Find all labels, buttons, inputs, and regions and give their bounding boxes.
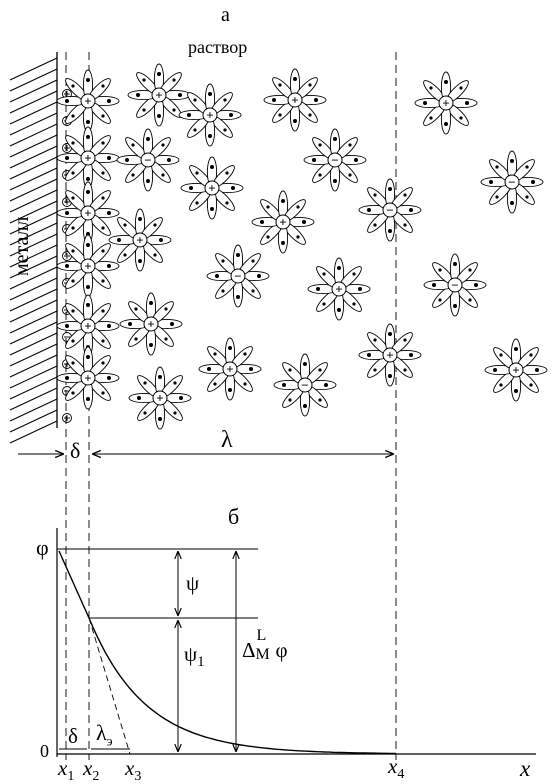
lambda-label: λ xyxy=(221,427,233,453)
cation: + xyxy=(56,234,120,298)
solution-label: раствор xyxy=(188,37,248,57)
lambda-e-label: λэ xyxy=(96,720,113,750)
cation: + xyxy=(414,71,478,135)
cation: + xyxy=(358,323,422,387)
cation: + xyxy=(307,257,371,321)
cation-sign: + xyxy=(84,151,91,166)
cation-sign: + xyxy=(84,371,91,386)
x4-label: x4 xyxy=(388,754,405,783)
cation-sign: + xyxy=(84,259,91,274)
cation-sign: + xyxy=(512,363,519,378)
anion: − xyxy=(423,253,487,317)
anion-sign: − xyxy=(234,269,241,284)
anion-sign: − xyxy=(301,378,308,393)
cation: + xyxy=(56,126,120,190)
cation: + xyxy=(56,346,120,410)
anion-sign: − xyxy=(331,153,338,168)
anion-sign: − xyxy=(144,153,151,168)
cation-sign: + xyxy=(147,317,154,332)
cation-sign: + xyxy=(386,348,393,363)
cation-sign: + xyxy=(136,233,143,248)
cation-sign: + xyxy=(335,282,342,297)
anion: − xyxy=(358,178,422,242)
panel-a-label: а xyxy=(221,4,230,26)
cation-sign: + xyxy=(442,96,449,111)
cation: + xyxy=(198,337,262,401)
zero-label: 0 xyxy=(40,741,49,761)
cation: + xyxy=(119,292,183,356)
cation-sign: + xyxy=(279,215,286,230)
tangent-line xyxy=(88,617,131,755)
cation: + xyxy=(127,63,191,127)
cation: + xyxy=(56,69,120,133)
cation-sign: + xyxy=(155,88,162,103)
anion-sign: − xyxy=(508,175,515,190)
anion: − xyxy=(273,353,337,417)
metal-label: металл xyxy=(11,216,33,276)
x3-label: x3 xyxy=(125,756,142,784)
cation-sign: + xyxy=(84,206,91,221)
cation-sign: + xyxy=(156,391,163,406)
cation-sign: + xyxy=(84,94,91,109)
x-axis-label: x xyxy=(520,756,531,781)
x2-label: x2 xyxy=(83,756,100,784)
cation: + xyxy=(56,294,120,358)
anion-sign: − xyxy=(451,278,458,293)
delta-label: δ xyxy=(70,438,81,463)
surface-charge xyxy=(62,413,72,423)
panel-b-label: б xyxy=(228,504,240,529)
cation: + xyxy=(263,68,327,132)
delta-b-label: δ xyxy=(68,724,78,748)
psi-label: ψ xyxy=(186,571,200,595)
potential-curve xyxy=(58,550,397,755)
cation-sign: + xyxy=(226,362,233,377)
cation: + xyxy=(128,366,192,430)
cation: + xyxy=(108,208,172,272)
solvated-ions: + + + + + + + + + + − − − + + − + − + − + + + − + + xyxy=(56,63,548,430)
cation-sign: + xyxy=(84,319,91,334)
cation: + xyxy=(56,181,120,245)
anion: − xyxy=(116,128,180,192)
cation: + xyxy=(178,83,242,147)
anion: − xyxy=(206,244,270,308)
cation: + xyxy=(484,338,548,402)
cation: + xyxy=(180,156,244,220)
potential-plot xyxy=(56,528,536,757)
cation-sign: + xyxy=(291,93,298,108)
cation-sign: + xyxy=(208,181,215,196)
cation: + xyxy=(251,190,315,254)
anion-sign: − xyxy=(386,203,393,218)
x1-label: x1 xyxy=(58,756,75,784)
metal-electrode xyxy=(9,52,58,444)
anion: − xyxy=(480,150,544,214)
phi-label: φ xyxy=(36,535,49,560)
anion: − xyxy=(303,128,367,192)
cation-sign: + xyxy=(206,108,213,123)
psi1-label: ψ1 xyxy=(184,642,205,671)
